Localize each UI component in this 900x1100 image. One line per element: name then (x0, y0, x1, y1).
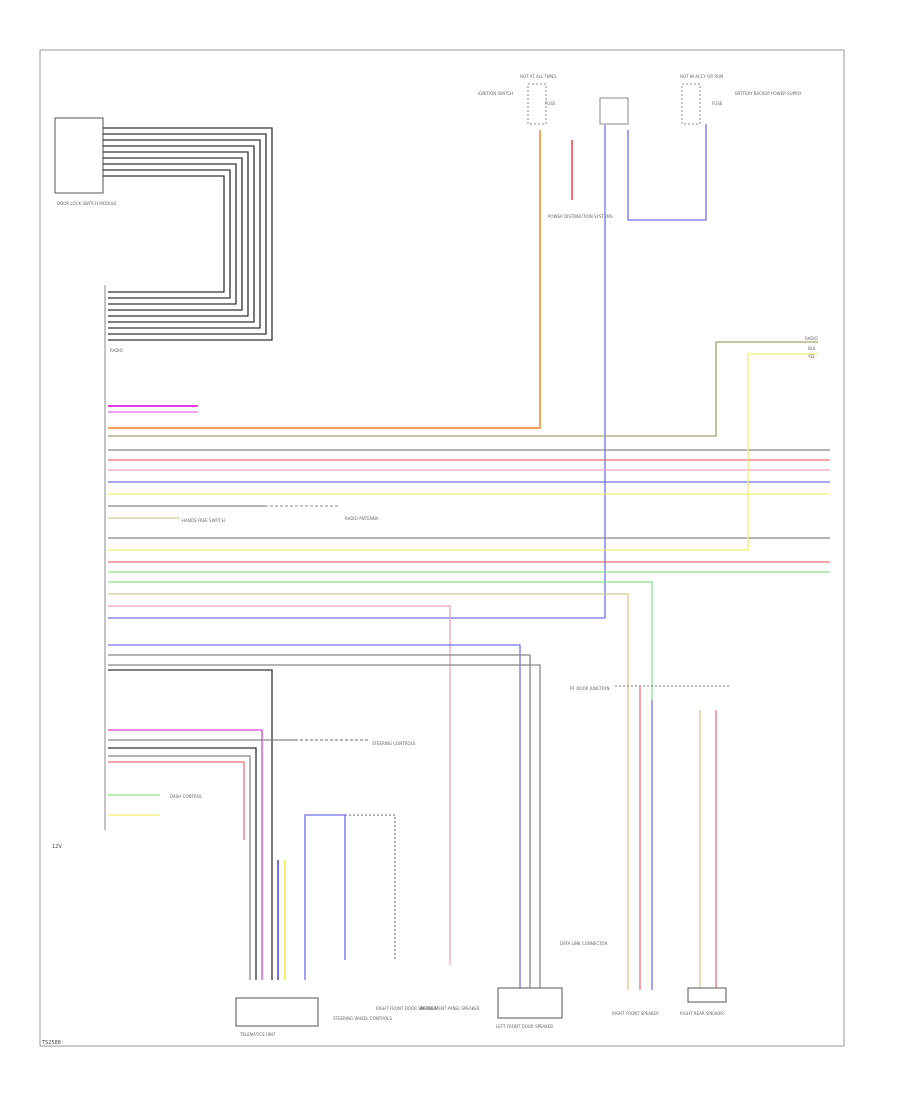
bus-lines (108, 341, 830, 990)
top-fuse-right-label: HOT IN ACCY OR RUN (680, 74, 723, 79)
antenna-label: RADIO ANTENNA (345, 516, 379, 521)
bottom-label-1: TELEMATICS UNIT (239, 1032, 276, 1037)
door-lock-module-box (54, 117, 104, 194)
orange-wire (108, 130, 541, 429)
diag-conn-box (497, 987, 563, 1019)
right-label-blk: BLK (808, 346, 816, 351)
dark-harness (103, 127, 273, 341)
blue-wire-right (627, 124, 707, 221)
bottom-label-6: RIGHT FRONT SPEAKER (612, 1011, 659, 1016)
bottom-label-4: INSTRUMENT PANEL SPEAKER (420, 1006, 480, 1011)
bottom-label-2: STEERING WHEEL CONTROLS (333, 1016, 392, 1021)
right-label-yel: YEL (807, 354, 816, 359)
lower-harness (108, 669, 396, 980)
radio-left-label: RADIO (110, 348, 123, 353)
stub-wires (108, 505, 340, 519)
junction-label: RF DOOR JUNCTION (570, 686, 609, 691)
fuse-left-label: FUSE (545, 101, 556, 106)
blue-wire-center (108, 125, 606, 619)
bottom-label-3: RIGHT FRONT DOOR SPEAKER (376, 1006, 437, 1011)
fuse-box-right (681, 83, 701, 125)
dash-ctrl-label: DASH CONTROL (170, 794, 203, 799)
fuse-box-left (527, 83, 547, 125)
top-fuse-left-label: HOT AT ALL TIMES (520, 74, 557, 79)
door-lock-module-label: DOOR LOCK SWITCH MODULE (57, 201, 117, 206)
ground-label: POWER DISTRIBUTION SYSTEMS (548, 214, 613, 219)
fuse-left-side-label: IGNITION SWITCH (478, 91, 513, 96)
fuse-right-side-label: BATTERY BACKUP POWER SUPPLY (735, 91, 802, 96)
fuse-box-center (599, 97, 629, 125)
right-label-radio: RADIO (805, 336, 818, 341)
corner-left-label: 12V (52, 844, 62, 850)
telematics-unit-box (235, 997, 319, 1027)
steer-ctrl-label: STEERING CONTROLS (372, 741, 416, 746)
rr-speaker-box (687, 987, 727, 1003)
bottom-label-7: RIGHT REAR SPEAKER (680, 1011, 724, 1016)
hands-free-label: HANDS FREE SWITCH (182, 518, 225, 523)
bottom-left-label: TS2588 (41, 1040, 61, 1046)
bottom-label-5: LEFT FRONT DOOR SPEAKER (496, 1024, 553, 1029)
right-speaker-wires (639, 686, 717, 990)
diag-conn-label: DATA LINK CONNECTOR (560, 941, 608, 946)
diagram-frame (39, 49, 845, 1047)
fuse-right-label: FUSE (712, 101, 723, 106)
